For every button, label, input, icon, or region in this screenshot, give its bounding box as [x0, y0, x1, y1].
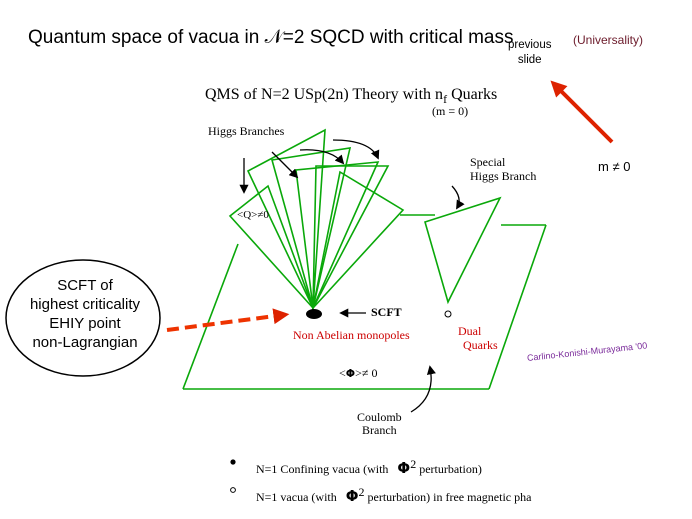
phi-vev-close: >≠ 0 — [355, 366, 378, 380]
special-higgs-cone — [424, 196, 502, 305]
dual-quarks-line-1: Dual — [458, 324, 482, 338]
figure-title-sub: f — [443, 92, 448, 107]
figure-subtitle: (m = 0) — [432, 104, 469, 118]
legend-2-exp: 2 — [358, 485, 365, 499]
non-abelian-label: Non Abelian monopoles — [293, 328, 410, 342]
legend-1-phi: Φ — [397, 459, 411, 477]
figure-title: QMS of N=2 USp(2n) Theory with nf Quarks — [205, 86, 497, 107]
legend-filled-dot — [230, 459, 236, 465]
phi-vev-open: < — [339, 366, 346, 380]
coulomb-line-2: Branch — [362, 423, 397, 437]
legend-2-text: N=1 vacua (with — [256, 490, 337, 504]
q-vev-label: <Q>≠0 — [237, 209, 269, 221]
phi-vev-symbol: Φ — [345, 367, 356, 380]
higgs-branch-cones — [228, 128, 405, 312]
previous-slide-line-1: previous — [508, 39, 552, 51]
legend-1-tail: perturbation) — [419, 462, 482, 476]
callout-line: highest criticality — [29, 296, 141, 313]
previous-slide-arrow[interactable] — [550, 80, 614, 144]
scft-callout-arrow — [166, 308, 290, 332]
legend-item-free-magnetic: N=1 vacua (with Φ2 perturbation) in free… — [256, 485, 531, 505]
special-higgs-line-2: Higgs Branch — [470, 169, 537, 183]
callout-line: SCFT of — [57, 277, 113, 294]
callout-line: non-Lagrangian — [32, 334, 138, 351]
scft-callout-text: SCFT of highest criticality EHIY point n… — [8, 276, 162, 352]
previous-slide-line-2: slide — [517, 54, 542, 66]
higgs-branches-label: Higgs Branches — [208, 124, 285, 138]
dual-quarks-line-2: Quarks — [463, 338, 498, 352]
legend-1-text: N=1 Confining vacua (with — [256, 462, 389, 476]
previous-slide-link[interactable]: previous slide — [508, 38, 551, 68]
scft-callout-ellipse — [5, 259, 161, 377]
mass-label: m ≠ 0 — [598, 159, 631, 174]
figure-title-text: QMS of N=2 USp(2n) Theory with n — [205, 86, 444, 103]
universality-link[interactable]: (Universality) — [573, 33, 644, 47]
special-higgs-label: Special Higgs Branch — [470, 155, 536, 183]
scft-point — [306, 309, 322, 319]
figure-title-tail: Quarks — [447, 86, 498, 103]
phi-vev-label: <Φ>≠ 0 — [339, 366, 378, 381]
scft-label: SCFT — [371, 305, 402, 319]
coulomb-branch-label: Coulomb Branch — [357, 411, 402, 437]
special-higgs-line-1: Special — [470, 155, 506, 169]
dual-quarks-label: Dual Quarks — [458, 324, 498, 352]
legend-item-confining: N=1 Confining vacua (with Φ2 perturbatio… — [256, 457, 482, 477]
legend-open-dot — [230, 487, 236, 493]
callout-line: EHIY point — [49, 315, 121, 332]
annotation-arrows — [239, 139, 465, 413]
legend-1-exp: 2 — [410, 457, 417, 471]
legend-2-tail: perturbation) in free magnetic pha — [367, 490, 532, 504]
legend-2-phi: Φ — [345, 487, 359, 505]
coulomb-branch-plane — [182, 214, 547, 390]
dual-quark-point — [444, 310, 452, 318]
slide-title: Quantum space of vacua in 𝒩=2 SQCD with … — [28, 27, 514, 48]
coulomb-line-1: Coulomb — [357, 410, 402, 424]
